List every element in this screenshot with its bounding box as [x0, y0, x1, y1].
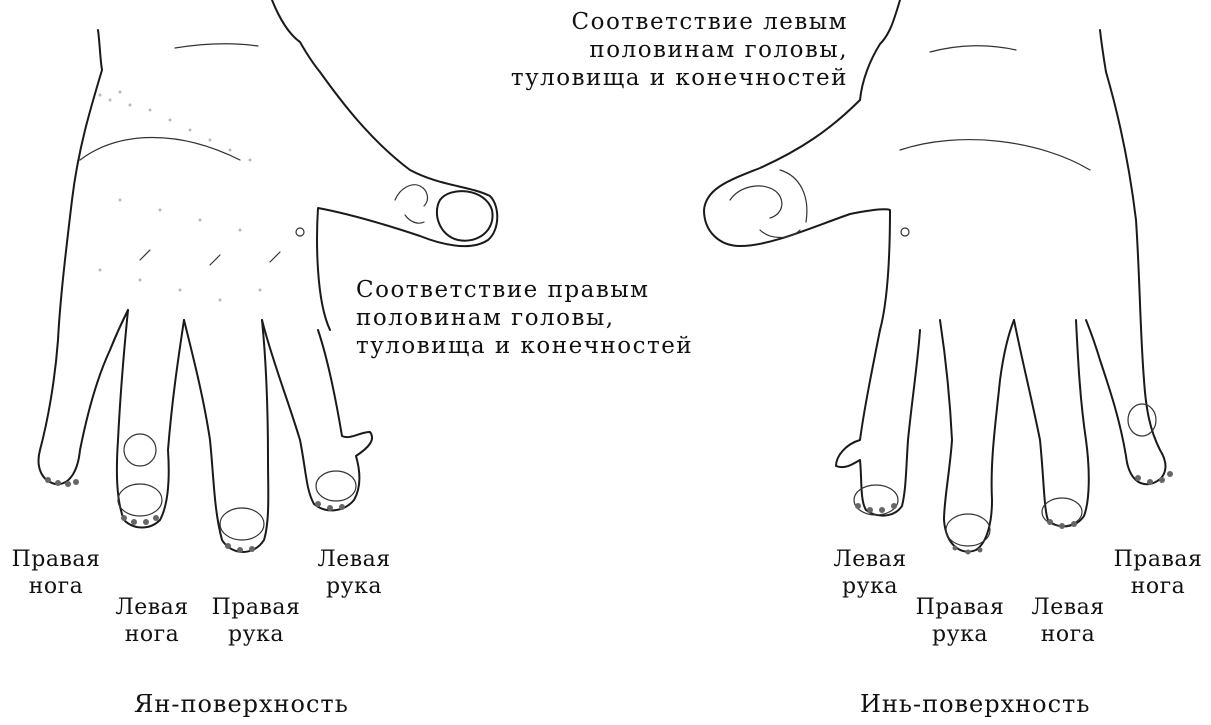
annotation-right-halves-line-1: Соответствие правым — [356, 276, 693, 304]
yin-caption: Инь-поверхность — [860, 690, 1090, 718]
annotation-left-halves-line-3: туловища и конечностей — [480, 64, 848, 92]
yang-finger-label-3: Правая рука — [204, 594, 308, 648]
yin-finger-label-4: Правая нога — [1108, 546, 1208, 600]
yin-finger-label-3: Левая нога — [1020, 594, 1116, 648]
annotation-right-halves-line-2: половинам головы, — [356, 304, 693, 332]
annotation-left-halves: Соответствие левым половинам головы, тул… — [480, 8, 848, 92]
annotation-right-halves-line-3: туловища и конечностей — [356, 332, 693, 360]
yang-finger-label-2: Левая нога — [104, 594, 200, 648]
annotation-left-halves-line-1: Соответствие левым — [480, 8, 848, 36]
yang-caption: Ян-поверхность — [134, 690, 349, 718]
yang-finger-label-1: Правая нога — [6, 546, 106, 600]
annotation-right-halves: Соответствие правым половинам головы, ту… — [356, 276, 693, 360]
yin-finger-label-1: Левая рука — [822, 546, 918, 600]
yang-finger-label-4: Левая рука — [306, 546, 402, 600]
annotation-left-halves-line-2: половинам головы, — [480, 36, 848, 64]
yin-finger-label-2: Правая рука — [908, 594, 1012, 648]
